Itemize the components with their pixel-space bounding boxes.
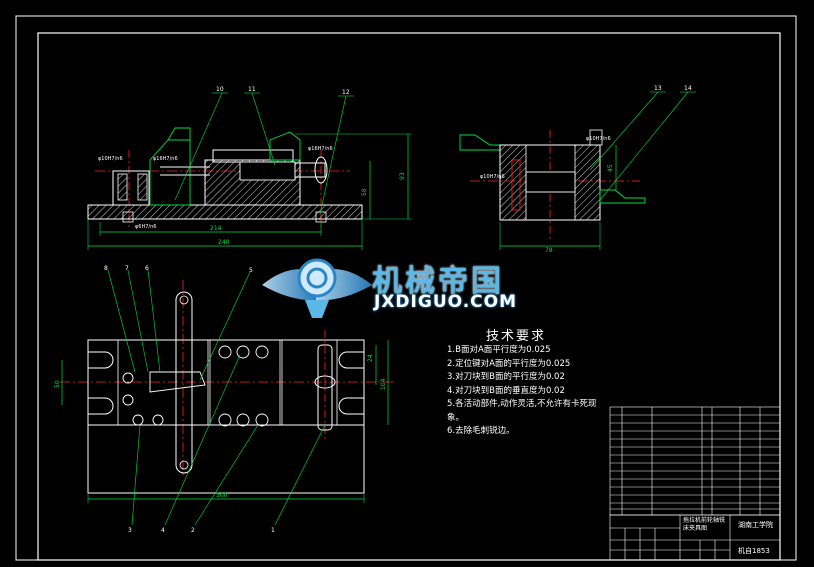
- dimension-93: 93: [399, 172, 406, 180]
- dimension-45: 45: [607, 164, 614, 172]
- dimension-240: 240: [218, 239, 230, 246]
- fit-label: φ6H7/n6: [135, 224, 156, 230]
- requirement-item: 4.对刀块到B面的垂直度为0.02: [447, 385, 565, 396]
- balloon-6: 6: [145, 265, 149, 272]
- dimension-104: 104: [380, 378, 387, 390]
- balloon-13: 13: [654, 85, 662, 92]
- requirement-item: 2.定位键对A面的平行度为0.025: [447, 358, 571, 369]
- fit-label: φ10H7/n6: [480, 174, 505, 180]
- balloon-3: 3: [128, 527, 132, 534]
- balloon-7: 7: [125, 265, 129, 272]
- fit-label: φ16H7/n6: [308, 146, 333, 152]
- fit-label: φ10H7/n6: [586, 136, 611, 142]
- balloon-5: 5: [249, 267, 253, 274]
- requirement-item: 1.B面对A面平行度为0.025: [447, 345, 551, 355]
- inner-border: [37, 32, 781, 561]
- drawing-name: 拖拉机前轮轴铣床夹具图: [683, 517, 726, 532]
- plan-view: [60, 269, 395, 526]
- fit-label: φ16H7/n6: [153, 156, 178, 162]
- title-block: [609, 514, 781, 561]
- fit-label: φ10H7/n6: [98, 156, 123, 162]
- balloon-2: 2: [191, 527, 195, 534]
- balloon-12: 12: [342, 89, 350, 96]
- side-view: [459, 91, 696, 250]
- requirement-item: 5.各活动部件,动作灵活,不允许有卡死现象。: [447, 399, 597, 423]
- technical-requirements-title: 技术要求: [486, 329, 547, 344]
- dimension-50: 50: [54, 380, 61, 388]
- dimension-300: 300: [216, 492, 228, 499]
- dimension-214: 214: [210, 225, 222, 232]
- company-name: 湖南工学院: [738, 521, 773, 529]
- balloon-14: 14: [684, 85, 692, 92]
- dimension-78: 78: [545, 247, 553, 254]
- watermark-chinese-text: 机械帝国: [372, 264, 504, 299]
- balloon-11: 11: [248, 86, 256, 93]
- balloon-10: 10: [216, 86, 224, 93]
- balloon-4: 4: [161, 527, 165, 534]
- balloon-1: 1: [271, 527, 275, 534]
- requirement-item: 6.去除毛刺锐边。: [447, 426, 515, 436]
- dimension-58: 58: [361, 188, 368, 196]
- parts-list-table: [609, 406, 781, 516]
- balloon-8: 8: [104, 265, 108, 272]
- requirement-item: 3.对刀块到B面的平行度为0.02: [447, 372, 565, 382]
- dimension-24: 24: [367, 354, 374, 362]
- watermark-english-text: JXDIGUO.COM: [374, 292, 518, 312]
- technical-requirements-list: 1.B面对A面平行度为0.025 2.定位键对A面的平行度为0.025 3.对刀…: [447, 344, 597, 439]
- drawing-number: 机自1853: [738, 547, 770, 555]
- watermark-logo-icon: [262, 258, 372, 318]
- front-view: [87, 92, 412, 250]
